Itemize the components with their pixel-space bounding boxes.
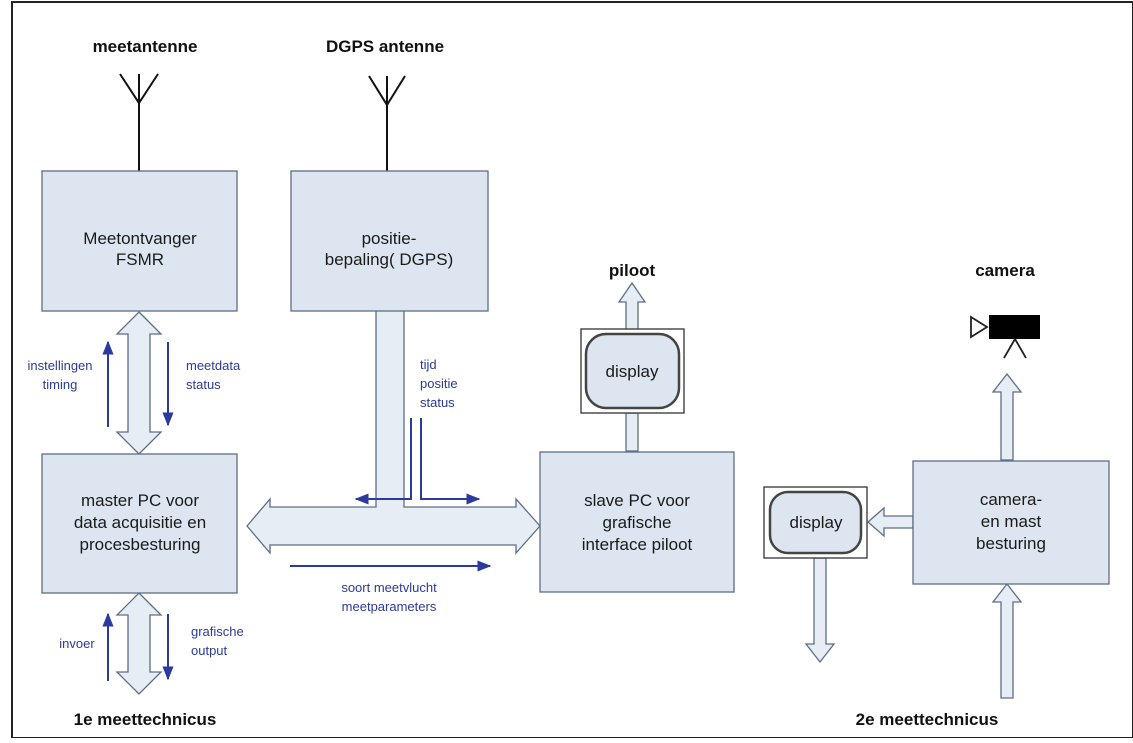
positioning-block xyxy=(290,170,489,312)
receiver-line-1: Meetontvanger xyxy=(83,229,197,248)
flight-params-label-1: soort meetvlucht xyxy=(341,580,437,595)
receiver-line-2: FSMR xyxy=(116,250,164,269)
slave-pc-line-2: grafische xyxy=(603,513,672,532)
technician-1-label: 1e meettechnicus xyxy=(74,710,217,729)
settings-label-2: timing xyxy=(43,377,78,392)
graphic-output-label-1: grafische xyxy=(191,624,244,639)
display-pilot-arrow xyxy=(617,281,647,331)
input-label: invoer xyxy=(59,636,95,651)
position-to-master-arrow xyxy=(354,418,412,505)
slave-pc-block xyxy=(539,451,735,593)
position-to-slave-arrow xyxy=(420,418,481,505)
master-technician-link xyxy=(115,592,163,695)
camera-control-line-1: camera- xyxy=(980,490,1042,509)
camera-icon xyxy=(970,315,1040,359)
settings-label-1: instellingen xyxy=(27,358,92,373)
measurement-antenna-icon xyxy=(119,73,159,171)
data-status-label-2: status xyxy=(186,377,221,392)
slave-display-link xyxy=(625,412,639,452)
time-position-label-3: status xyxy=(420,395,455,410)
camera-control-block xyxy=(912,460,1110,585)
data-status-label-1: meetdata xyxy=(186,358,241,373)
technician-display xyxy=(763,486,868,559)
dgps-antenna-icon xyxy=(368,75,406,171)
pilot-display-label: display xyxy=(606,362,659,381)
control-display-arrow xyxy=(867,506,914,538)
control-camera-arrow xyxy=(991,372,1023,461)
dgps-antenna-label: DGPS antenne xyxy=(326,37,444,56)
slave-pc-line-1: slave PC voor xyxy=(584,491,690,510)
graphic-output-label-2: output xyxy=(191,643,228,658)
data-bus-arrow xyxy=(246,309,541,555)
flight-params-label-2: meetparameters xyxy=(342,599,437,614)
camera-control-line-2: en mast xyxy=(981,512,1042,531)
technician-control-arrow xyxy=(991,582,1023,699)
diagram-frame xyxy=(11,1,1133,739)
camera-control-line-3: besturing xyxy=(976,534,1046,553)
pilot-display xyxy=(580,328,685,414)
pilot-label: piloot xyxy=(609,261,656,280)
master-pc-block xyxy=(41,453,238,594)
technician-display-label: display xyxy=(790,513,843,532)
measurement-antenna-label: meetantenne xyxy=(93,37,198,56)
master-pc-line-1: master PC voor xyxy=(81,491,199,510)
master-pc-line-2: data acquisitie en xyxy=(74,513,206,532)
time-position-label-1: tijd xyxy=(420,357,437,372)
camera-label: camera xyxy=(975,261,1035,280)
master-pc-line-3: procesbesturing xyxy=(80,535,201,554)
positioning-line-1: positie- xyxy=(362,229,417,248)
positioning-line-2: bepaling( DGPS) xyxy=(325,250,454,269)
receiver-block xyxy=(41,170,238,312)
display-output-arrow xyxy=(804,557,836,664)
receiver-master-link xyxy=(115,311,163,455)
slave-pc-line-3: interface piloot xyxy=(582,535,693,554)
technician-2-label: 2e meettechnicus xyxy=(856,710,999,729)
time-position-label-2: positie xyxy=(420,376,458,391)
